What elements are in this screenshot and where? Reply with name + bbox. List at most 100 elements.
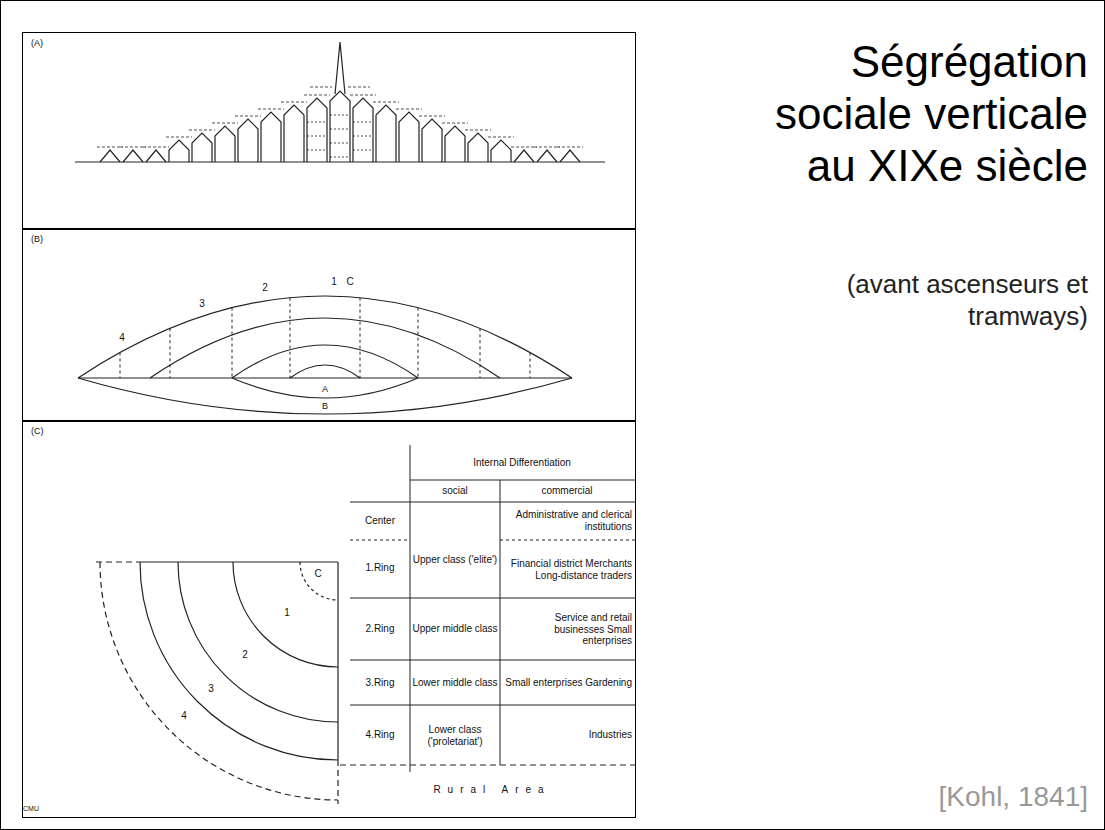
house-outline: [422, 119, 442, 162]
table-rule: [350, 598, 635, 599]
table-footer: Rural Area: [352, 784, 632, 796]
ring-arc: [150, 318, 500, 378]
row-label: Center: [351, 515, 409, 527]
floor-line: [330, 115, 350, 116]
table-grid: [340, 445, 635, 772]
floor-line: [330, 157, 350, 158]
table-rule: [350, 705, 635, 706]
ring-number: 2: [238, 649, 252, 661]
ring-arc: [140, 562, 338, 760]
level-line: [511, 147, 537, 148]
house-outline: [169, 140, 189, 162]
table-cell: Lower class ('proletariat'): [412, 724, 498, 747]
house-outline: [376, 105, 396, 162]
ring-quadrant: [96, 562, 338, 804]
table-rule: [350, 502, 635, 503]
ring-divider: [480, 328, 481, 378]
level-line: [212, 123, 238, 124]
ring-arc: [232, 345, 418, 378]
level-line: [310, 87, 332, 88]
ring-divider: [232, 308, 233, 378]
lens-section: [78, 296, 572, 414]
slide-title: Ségrégation sociale verticale au XIXe si…: [752, 36, 1088, 192]
house-outline: [353, 98, 373, 162]
house-outline: [468, 133, 488, 162]
level-line: [120, 147, 146, 148]
ring-divider: [120, 352, 121, 378]
level-line: [442, 123, 468, 124]
row-label: 2.Ring: [351, 623, 409, 635]
level-line: [373, 102, 399, 103]
level-line: [304, 95, 330, 96]
row-label: 3.Ring: [351, 677, 409, 689]
house-outline: [514, 150, 534, 162]
floor-line: [307, 136, 327, 137]
level-line: [534, 147, 560, 148]
ring-number: 4: [177, 710, 191, 722]
table-rule: [500, 540, 635, 541]
level-line: [281, 102, 307, 103]
table-rule: [410, 480, 635, 481]
ring-number: 3: [204, 683, 218, 695]
house-outline: [307, 98, 327, 162]
zone-letter: B: [318, 401, 332, 411]
row-label: 1.Ring: [351, 562, 409, 574]
house-outline: [238, 119, 258, 162]
quadrant-edge: [140, 561, 338, 562]
ring-arc: [178, 562, 338, 722]
dashed-divider: [120, 298, 530, 378]
quadrant-edge: [96, 561, 140, 562]
house-outline: [146, 150, 166, 162]
ring-arc: [233, 562, 338, 667]
table-cell: Small enterprises Gardening: [502, 677, 632, 689]
level-line: [557, 147, 583, 148]
floor-line: [307, 122, 327, 123]
table-rule: [340, 765, 635, 766]
lower-arc: [78, 378, 572, 414]
level-line: [143, 147, 169, 148]
level-line: [189, 130, 215, 131]
rural-arc: [100, 562, 338, 800]
ring-number: 3: [194, 298, 210, 310]
ring-number: 1: [280, 607, 294, 619]
table-header: commercial: [503, 485, 631, 497]
figure-panel: (A): [22, 32, 636, 230]
zone-letter: A: [318, 384, 332, 394]
figure-panel: (B): [22, 228, 636, 422]
quadrant-edge: [337, 562, 338, 760]
ring-divider: [418, 308, 419, 378]
table-cell: Service and retail businesses Small ente…: [502, 612, 632, 647]
ring-divider: [530, 352, 531, 378]
table-cell: Industries: [502, 729, 632, 741]
ring-letter: C: [343, 276, 357, 288]
level-line: [396, 109, 422, 110]
ring-number: 2: [257, 282, 273, 294]
church-spire: [335, 42, 345, 94]
quadrant-edge: [337, 760, 338, 804]
floor-line: [353, 150, 373, 151]
house-outline: [560, 150, 580, 162]
house-outline: [399, 112, 419, 162]
ring-divider: [290, 298, 291, 378]
level-line: [348, 87, 370, 88]
ground-line: [75, 161, 605, 162]
table-cell: Administrative and clerical institutions: [502, 509, 632, 532]
panel-letter: (C): [31, 426, 44, 436]
level-line: [488, 137, 514, 138]
publisher-mark: CMU: [23, 805, 53, 813]
figure-panel: (C): [22, 420, 636, 818]
ring-arc: [78, 296, 572, 378]
panel-letter: (B): [31, 234, 43, 244]
ring-divider: [360, 298, 361, 378]
level-line: [258, 109, 284, 110]
house-outline: [284, 105, 304, 162]
floor-line: [330, 129, 350, 130]
house-outline: [100, 150, 120, 162]
table-rule: [410, 445, 411, 772]
ring-number: 1: [327, 276, 341, 288]
floor-line: [330, 143, 350, 144]
table-rule: [350, 660, 635, 661]
level-line: [419, 116, 445, 117]
panel-letter: (A): [31, 38, 43, 48]
